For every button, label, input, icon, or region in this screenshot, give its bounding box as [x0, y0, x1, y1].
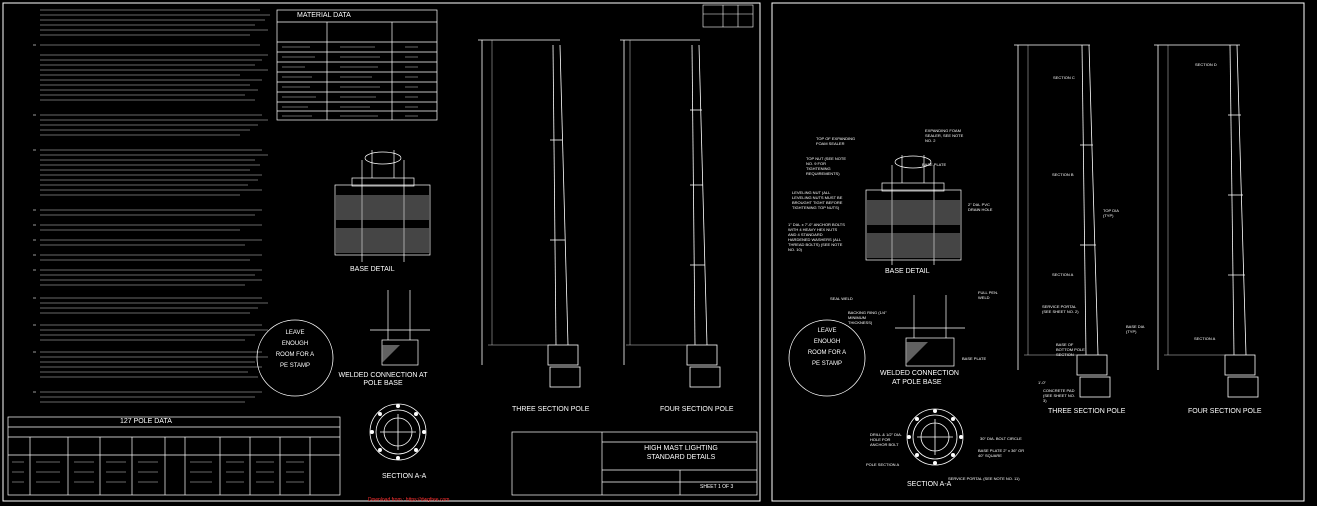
right-weld-label-1: WELDED CONNECTION: [880, 370, 959, 377]
left-three-pole: [478, 39, 581, 388]
callout-pole-section-a: POLE SECTION A: [866, 462, 900, 467]
left-stamp-line4: PE STAMP: [280, 363, 310, 369]
callout-one-ft: 1'-0": [1038, 380, 1046, 385]
left-pole-table: [7, 416, 341, 496]
right-weld-label-2: AT POLE BASE: [892, 379, 942, 386]
left-base-detail-label: BASE DETAIL: [350, 266, 395, 273]
right-base-detail: [865, 155, 962, 265]
right-four-pole-label: FOUR SECTION POLE: [1188, 408, 1262, 415]
left-section-label: SECTION A-A: [382, 473, 427, 480]
material-table-text: [282, 46, 418, 117]
callout-anchor-bolt: 1" DIA. x 7'-0" ANCHOR BOLTS WITH 4 HEAV…: [788, 222, 845, 252]
callout-pvc: 2" DIA. PVC DRAIN HOLE: [968, 202, 993, 212]
title-line2: STANDARD DETAILS: [646, 454, 716, 461]
right-stamp-line1: LEAVE: [817, 328, 837, 334]
callout-section-d: SECTION D: [1195, 62, 1217, 67]
left-four-pole: [620, 39, 721, 388]
left-notes-lines: [40, 9, 270, 403]
callout-expanding-foam: EXPANDING FOAM SEALER, SEE NOTE NO. 2: [925, 128, 964, 143]
left-weld-detail: [370, 290, 430, 366]
right-base-detail-label: BASE DETAIL: [885, 268, 930, 275]
right-three-pole-label: THREE SECTION POLE: [1048, 408, 1126, 415]
sheet-number: SHEET 1 OF 3: [700, 484, 734, 490]
right-stamp-line4: PE STAMP: [812, 361, 842, 367]
left-pe-stamp-circle: [256, 319, 334, 397]
callout-full-pen: FULL PEN. WELD: [978, 290, 999, 300]
right-sheet-border: [771, 2, 1305, 502]
right-three-pole: [1014, 44, 1111, 398]
left-note-numbers: [33, 44, 36, 393]
title-line1: HIGH MAST LIGHTING: [644, 445, 718, 452]
callout-top-nut: TOP NUT (SEE NOTE NO. 9 FOR TIGHTENING R…: [806, 156, 847, 176]
callout-section-a-pole: SECTION A: [1194, 336, 1216, 341]
right-pe-stamp: LEAVE ENOUGH ROOM FOR A PE STAMP: [794, 326, 860, 370]
left-sheet-border: [2, 2, 761, 502]
left-pe-stamp: LEAVE ENOUGH ROOM FOR A PE STAMP: [262, 328, 328, 372]
callout-section-b: SECTION B: [1052, 172, 1074, 177]
callout-bolt-circle: 30" DIA. BOLT CIRCLE: [980, 436, 1022, 441]
right-pole-dimensions: [1024, 45, 1238, 356]
callout-base-of-bottom: BASE OF BOTTOM POLE SECTION: [1056, 342, 1085, 357]
callout-section-a: SECTION A: [1052, 272, 1074, 277]
revision-box: [702, 4, 754, 28]
right-stamp-line2: ENOUGH: [813, 339, 841, 345]
callout-base-plate-3: BASE PLATE 2" x 36" OR 40" SQUARE: [978, 448, 1025, 458]
callout-service-portal-2: SERVICE PORTAL (SEE NOTE NO. 11): [948, 476, 1020, 481]
left-stamp-line3: ROOM FOR A: [275, 352, 315, 358]
left-three-pole-label: THREE SECTION POLE: [512, 406, 590, 413]
left-base-detail: [334, 150, 431, 262]
right-concrete-hatch: [867, 200, 960, 258]
callout-top-dia: TOP DIA (TYP): [1103, 208, 1119, 218]
material-table: [276, 9, 438, 121]
callout-top-expanding: TOP OF EXPANDING FOAM SEALER: [816, 136, 856, 146]
callout-base-plate-2: BASE PLATE: [962, 356, 987, 361]
callout-section-c: SECTION C: [1053, 75, 1075, 80]
left-concrete-hatch: [336, 195, 429, 253]
callout-base-dia: BASE DIA (TYP): [1126, 324, 1145, 334]
left-pole-table-values: [12, 461, 304, 483]
right-weld-hatch: [906, 342, 928, 364]
callout-leveling-nut: LEVELING NUT (ALL LEVELING NUTS MUST BE …: [792, 190, 843, 210]
right-four-pole: [1154, 44, 1259, 398]
callout-service-portal: SERVICE PORTAL (SEE SHEET NO. 2): [1042, 304, 1079, 314]
callout-seal-weld: SEAL WELD: [830, 296, 853, 301]
right-stamp-line3: ROOM FOR A: [807, 350, 847, 356]
right-section-label: SECTION A-A: [907, 481, 952, 488]
material-table-title: MATERIAL DATA: [297, 12, 351, 19]
right-section-aa: [906, 408, 964, 466]
download-footer[interactable]: Download from : https://dwgfree.com: [368, 497, 450, 503]
callout-concrete-pad: CONCRETE PAD (SEE SHEET NO. 3): [1043, 388, 1075, 403]
right-pe-stamp-circle: [788, 319, 866, 397]
left-pole-dimensions: [488, 40, 700, 346]
right-weld-detail: [895, 295, 965, 367]
pole-data-title: 127 POLE DATA: [120, 418, 172, 425]
left-section-aa-bolts: [370, 404, 426, 460]
left-title-block-text: HIGH MAST LIGHTING STANDARD DETAILS: [606, 444, 756, 462]
left-four-pole-label: FOUR SECTION POLE: [660, 406, 734, 413]
left-stamp-line1: LEAVE: [285, 330, 305, 336]
callout-base-plate: BASE PLATE: [922, 162, 947, 167]
right-section-aa-bolts: [907, 409, 963, 465]
left-title-block: [511, 431, 758, 496]
callout-drill: DRILL & 1/2" DIA. HOLE FOR ANCHOR BOLT: [870, 432, 902, 447]
left-section-aa: [369, 403, 427, 461]
left-stamp-line2: ENOUGH: [281, 341, 309, 347]
left-weld-hatch: [382, 345, 400, 363]
left-weld-label: WELDED CONNECTION AT POLE BASE: [338, 372, 428, 387]
callout-backing-ring: BACKING RING (1/4" MINIMUM THICKNESS): [848, 310, 887, 325]
